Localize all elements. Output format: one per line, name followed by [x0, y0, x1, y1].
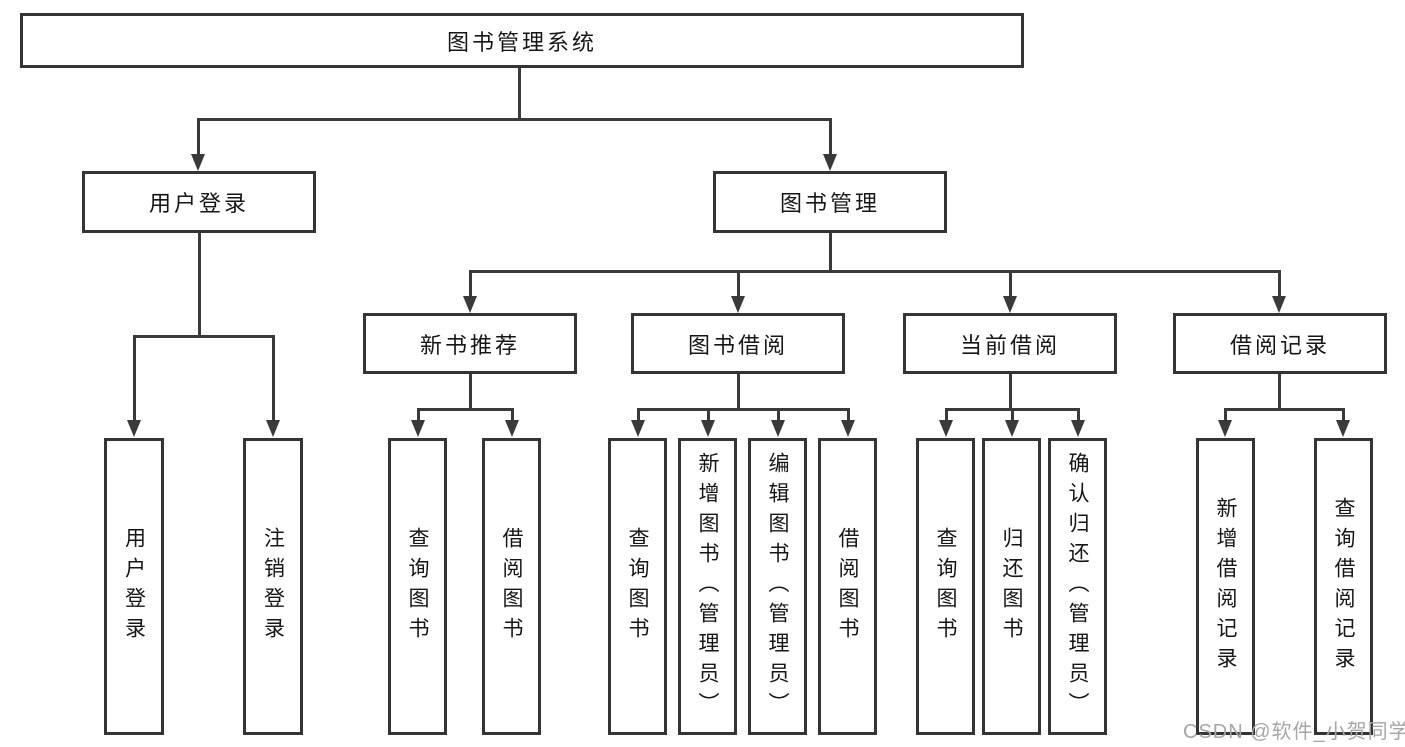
- connector-line: [518, 68, 521, 118]
- connector-line: [1278, 270, 1281, 297]
- node-return-books: 归还图书: [982, 438, 1041, 735]
- arrow-down-icon: [1003, 296, 1017, 313]
- node-borrow-books-recommend-label: 借阅图书: [500, 526, 523, 647]
- connector-line: [1278, 374, 1281, 408]
- node-borrowing-records: 借阅记录: [1173, 313, 1387, 374]
- node-query-books-current: 查询图书: [916, 438, 975, 735]
- connector-line: [777, 408, 780, 421]
- connector-line: [1009, 270, 1012, 297]
- connector-line: [417, 408, 420, 421]
- arrow-down-icon: [1071, 420, 1085, 437]
- connector-line: [133, 335, 136, 421]
- arrow-down-icon: [939, 420, 953, 437]
- arrow-down-icon: [731, 296, 745, 313]
- node-confirm-return-admin: 确认归还（管理员）: [1048, 438, 1107, 735]
- node-query-books-borrow: 查询图书: [608, 438, 667, 735]
- arrow-down-icon: [771, 420, 785, 437]
- arrow-down-icon: [191, 154, 205, 171]
- connector-line: [198, 233, 201, 337]
- node-borrow-books-borrow: 借阅图书: [818, 438, 877, 735]
- connector-line: [1342, 408, 1345, 421]
- node-query-books-recommend: 查询图书: [388, 438, 447, 735]
- node-book-borrowing: 图书借阅: [631, 313, 845, 374]
- node-edit-book-admin: 编辑图书（管理员）: [748, 438, 807, 735]
- arrow-down-icon: [1005, 420, 1019, 437]
- connector-line: [737, 270, 740, 297]
- arrow-down-icon: [1218, 420, 1232, 437]
- connector-line: [469, 270, 1281, 273]
- node-query-borrow-record-label: 查询借阅记录: [1332, 496, 1355, 677]
- connector-line: [417, 408, 514, 411]
- arrow-down-icon: [1336, 420, 1350, 437]
- connector-line: [847, 408, 850, 421]
- connector-line: [272, 335, 275, 421]
- connector-line: [829, 118, 832, 155]
- connector-line: [637, 408, 849, 411]
- connector-line: [469, 270, 472, 297]
- node-current-borrowing: 当前借阅: [903, 313, 1117, 374]
- connector-line: [1011, 408, 1014, 421]
- node-book-management: 图书管理: [713, 171, 947, 233]
- arrow-down-icon: [631, 420, 645, 437]
- connector-line: [1224, 408, 1227, 421]
- node-book-borrowing-label: 图书借阅: [687, 332, 788, 358]
- node-library-system: 图书管理系统: [20, 13, 1024, 68]
- node-borrow-books-recommend: 借阅图书: [482, 438, 541, 735]
- connector-line: [197, 118, 200, 155]
- node-borrow-books-borrow-label: 借阅图书: [836, 526, 859, 647]
- connector-line: [707, 408, 710, 421]
- node-add-book-admin-label: 新增图书（管理员）: [696, 451, 719, 722]
- node-return-books-label: 归还图书: [1000, 526, 1023, 647]
- node-leaf-user-login-label: 用户登录: [122, 526, 146, 647]
- connector-line: [1009, 374, 1012, 408]
- connector-line: [829, 233, 832, 270]
- node-query-borrow-record: 查询借阅记录: [1314, 438, 1373, 735]
- node-edit-book-admin-label: 编辑图书（管理员）: [766, 451, 789, 722]
- arrow-down-icon: [463, 296, 477, 313]
- connector-line: [511, 408, 514, 421]
- arrow-down-icon: [1272, 296, 1286, 313]
- arrow-down-icon: [266, 420, 280, 437]
- node-query-books-recommend-label: 查询图书: [406, 526, 429, 647]
- connector-line: [637, 408, 640, 421]
- node-new-book-recommend: 新书推荐: [363, 313, 577, 374]
- arrow-down-icon: [127, 420, 141, 437]
- arrow-down-icon: [701, 420, 715, 437]
- connector-line: [1077, 408, 1080, 421]
- node-add-book-admin: 新增图书（管理员）: [678, 438, 737, 735]
- node-borrowing-records-label: 借阅记录: [1229, 332, 1330, 358]
- arrow-down-icon: [841, 420, 855, 437]
- connector-line: [197, 118, 832, 121]
- node-add-borrow-record: 新增借阅记录: [1196, 438, 1255, 735]
- node-leaf-logout: 注销登录: [243, 438, 303, 735]
- node-library-system-label: 图书管理系统: [446, 29, 597, 55]
- connector-line: [133, 335, 275, 338]
- watermark: CSDN @软件_小贺同学: [1183, 721, 1405, 743]
- arrow-down-icon: [411, 420, 425, 437]
- node-query-books-borrow-label: 查询图书: [626, 526, 649, 647]
- connector-line: [469, 374, 472, 408]
- node-query-books-current-label: 查询图书: [934, 526, 957, 647]
- node-confirm-return-admin-label: 确认归还（管理员）: [1066, 451, 1089, 722]
- connector-line: [945, 408, 948, 421]
- node-book-management-label: 图书管理: [779, 191, 880, 216]
- node-user-login: 用户登录: [82, 171, 316, 233]
- connector-line: [1224, 408, 1344, 411]
- node-leaf-user-login: 用户登录: [104, 438, 164, 735]
- arrow-down-icon: [505, 420, 519, 437]
- connector-line: [737, 374, 740, 408]
- node-add-borrow-record-label: 新增借阅记录: [1214, 496, 1237, 677]
- arrow-down-icon: [823, 154, 837, 171]
- node-current-borrowing-label: 当前借阅: [959, 332, 1060, 358]
- node-leaf-logout-label: 注销登录: [261, 526, 285, 647]
- node-user-login-label: 用户登录: [148, 191, 249, 216]
- node-new-book-recommend-label: 新书推荐: [419, 332, 520, 358]
